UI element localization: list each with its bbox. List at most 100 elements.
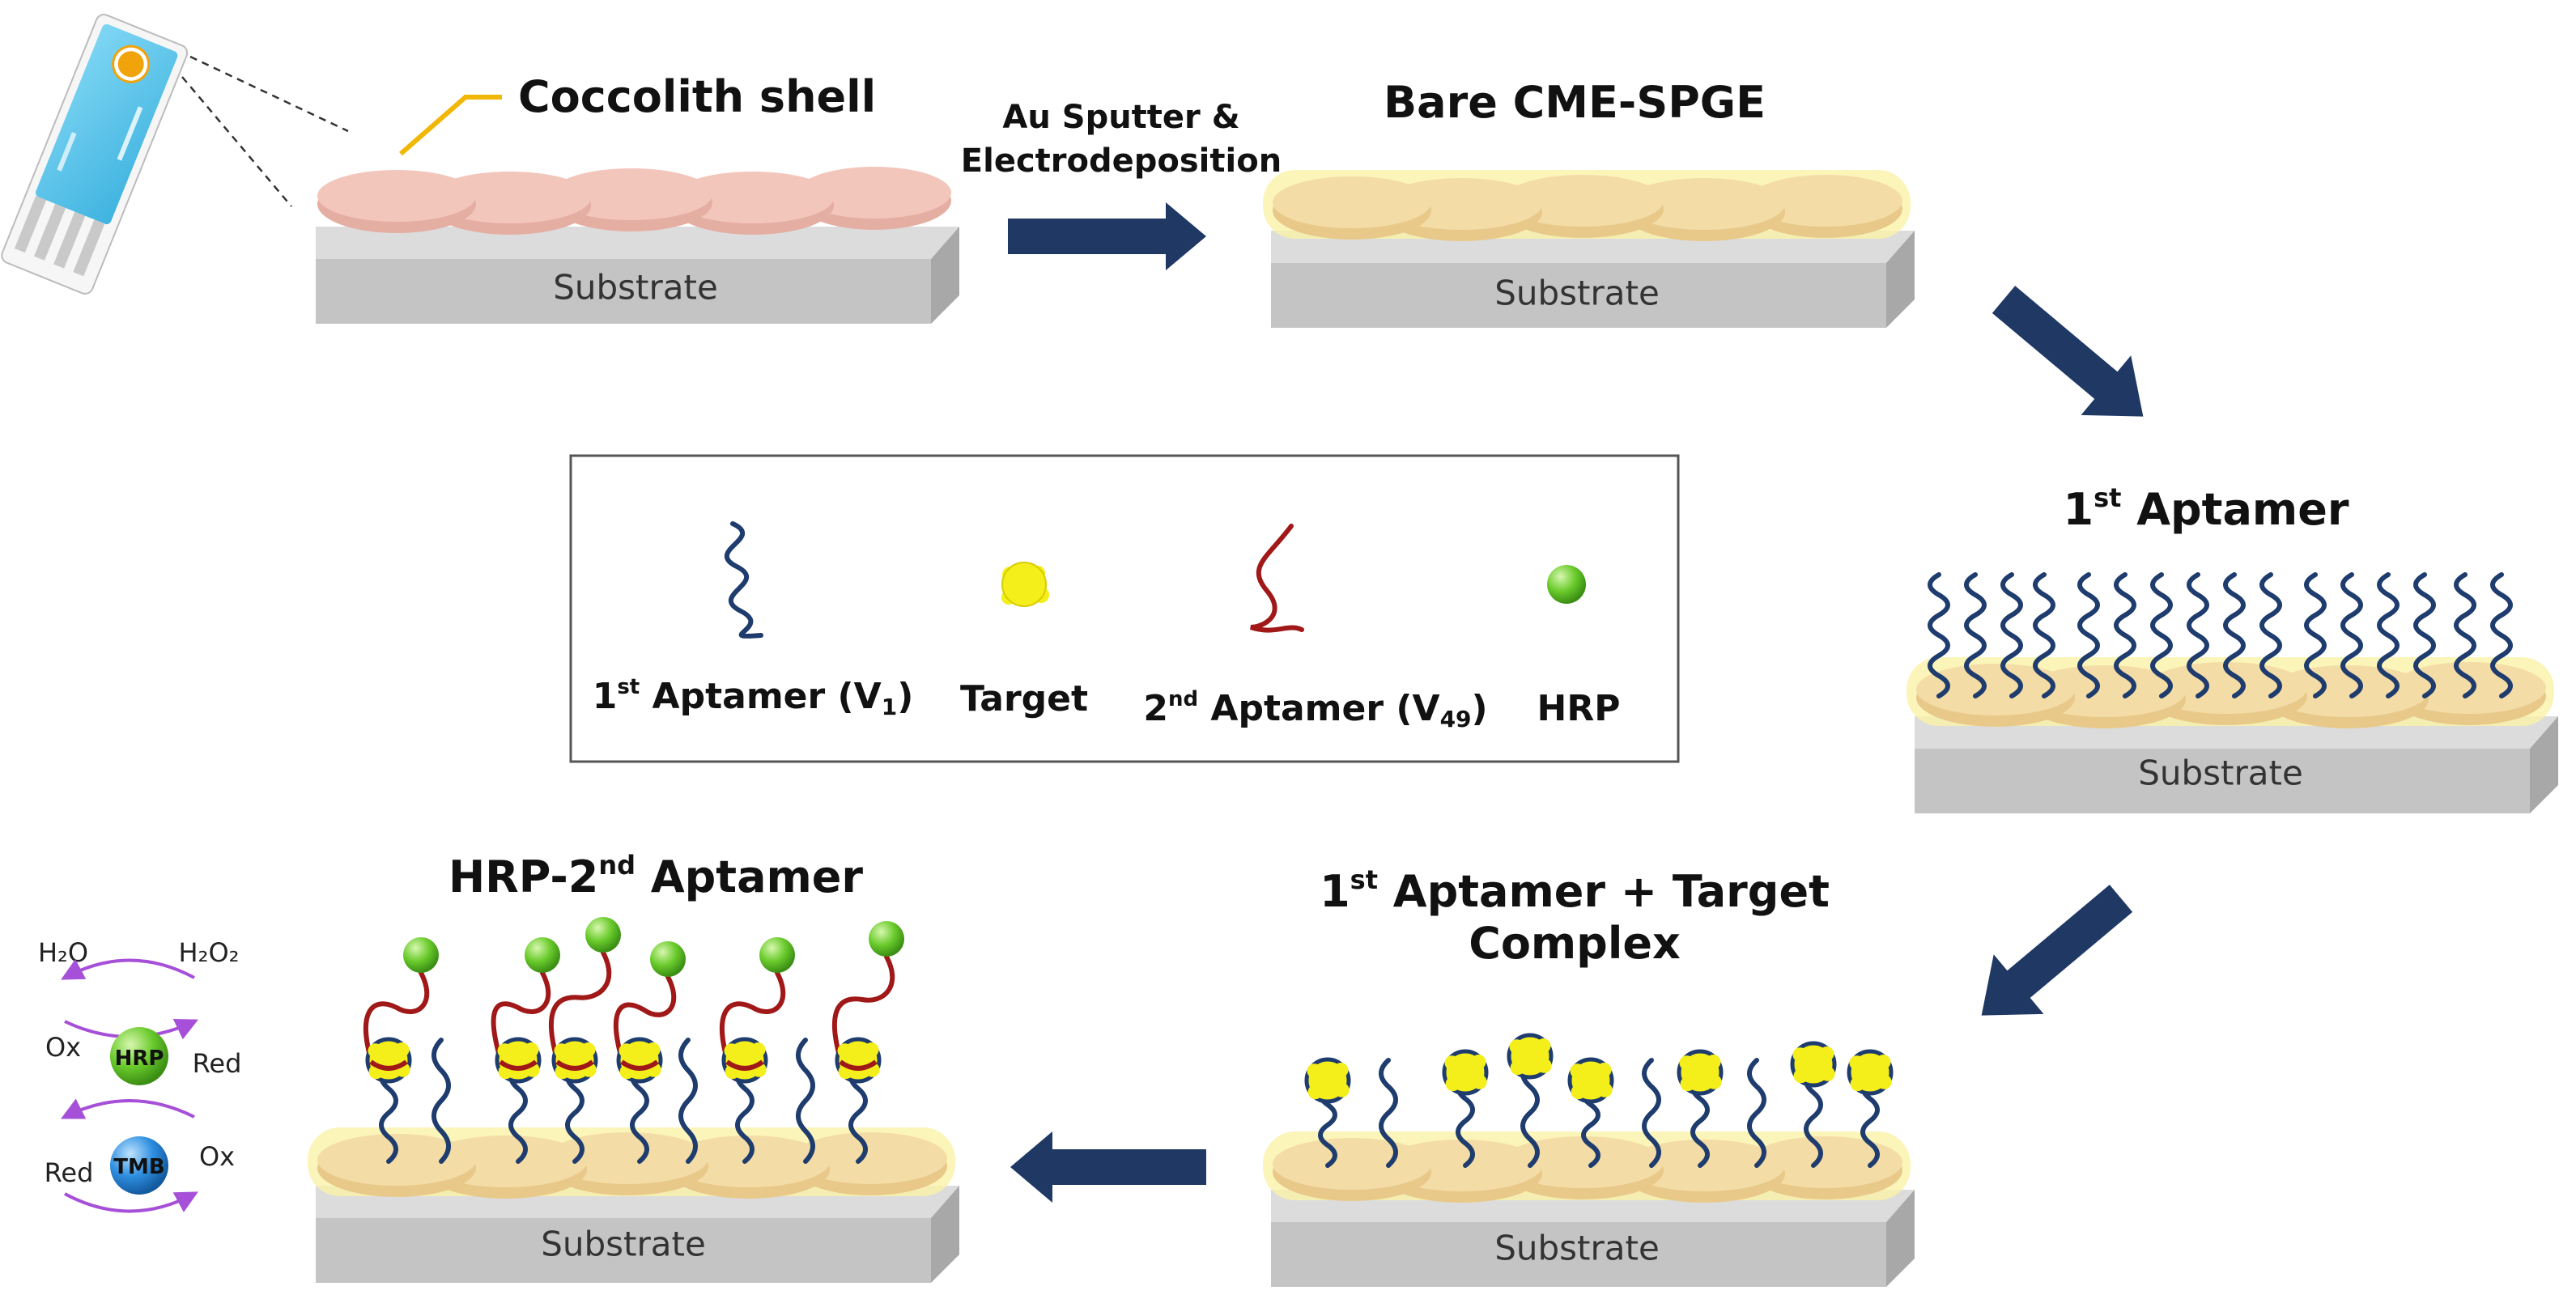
arrow-diagonal-down-right <box>1992 286 2144 417</box>
complex-target <box>1304 1057 1351 1104</box>
spge-strip-illustration <box>1 14 502 295</box>
reaction-tmb-label: TMB <box>113 1155 164 1179</box>
sandwich-aptamer1-strand <box>678 1038 698 1164</box>
arrow-right-1 <box>1008 202 1206 270</box>
hrp-sphere <box>585 917 621 953</box>
aptamer1-strand <box>2304 572 2327 698</box>
legend-aptamer2-icon <box>1250 524 1304 633</box>
sandwich-aptamer2-strand <box>363 970 430 1067</box>
arrow-diagonal-down-left <box>1981 885 2133 1016</box>
complex-aptamer-strand <box>1747 1058 1766 1168</box>
coccolith-discs <box>317 167 951 235</box>
step-text-line2: Electrodeposition <box>961 142 1282 180</box>
sandwich-aptamer2-strand <box>831 954 895 1067</box>
aptamer1-strand <box>2340 572 2363 698</box>
complex-title-line1: 1st Aptamer + Target <box>1320 864 1830 917</box>
complex-aptamer-strand <box>1642 1058 1661 1168</box>
legend-box: 1st Aptamer (V1) Target 2nd Aptamer (V49… <box>569 454 1680 763</box>
aptamer1-strand <box>2150 572 2173 698</box>
hrp-sphere <box>759 937 795 973</box>
aptamer1-strand <box>2077 572 2100 698</box>
aptamer1-strand <box>2033 572 2055 698</box>
sandwich-aptamer2-strand <box>491 970 551 1067</box>
aptamer1-strand <box>2187 572 2209 698</box>
aptamer1-title: 1st Aptamer <box>2064 482 2349 535</box>
aptamer1-strand <box>1964 572 1987 698</box>
complex-title-line2: Complex <box>1469 918 1681 969</box>
panel-complex: Substrate <box>1263 1033 1915 1287</box>
aptamer1-strand <box>1928 572 1950 698</box>
panel-aptamer1: Substrate <box>1906 572 2558 813</box>
sandwich-aptamer1-strand <box>796 1038 815 1164</box>
panel-hrp-sandwich: Substrate <box>308 917 959 1283</box>
hrp-aptamer-sandwiches <box>363 917 904 1164</box>
legend-hrp-label: HRP <box>1537 688 1621 729</box>
complex-target <box>1790 1041 1837 1088</box>
hrp-sphere <box>403 937 439 973</box>
complex-target <box>1507 1033 1554 1080</box>
legend-aptamer1-icon <box>724 521 763 639</box>
complex-target <box>1677 1049 1724 1096</box>
step-text-line1: Au Sputter & <box>1002 99 1239 136</box>
sandwich-aptamer2-strand <box>613 974 677 1067</box>
reaction-cycle: H₂O H₂O₂ Ox HRP Red Red TMB Ox <box>38 937 242 1213</box>
reaction-red1: Red <box>193 1048 242 1079</box>
legend-aptamer1-label: 1st Aptamer (V1) <box>593 675 914 720</box>
reaction-ox1: Ox <box>45 1032 81 1063</box>
tmb-icon <box>110 1136 168 1195</box>
reaction-h2o: H₂O <box>38 937 88 968</box>
sandwich-aptamer2-strand <box>548 950 612 1067</box>
hrp-sphere <box>869 921 904 957</box>
sandwich-aptamer1-strand <box>431 1038 451 1164</box>
aptamer-target-complexes <box>1304 1033 1894 1168</box>
legend-target-icon <box>1001 562 1049 607</box>
aptamer1-strand <box>2490 572 2513 698</box>
aptamer1-strand <box>2454 572 2476 698</box>
substrate-label-4: Substrate <box>1494 1229 1660 1268</box>
panel-coccolith: Substrate <box>316 167 959 324</box>
aptamer1-strand <box>2000 572 2023 698</box>
complex-target <box>1847 1049 1894 1096</box>
reaction-arc-1 <box>61 958 195 980</box>
panel-bare-spge: Substrate <box>1263 170 1915 328</box>
aptamer1-strand <box>2114 572 2136 698</box>
hrp-aptamer-title: HRP-2nd Aptamer <box>448 850 863 902</box>
reaction-arc-4 <box>64 1191 198 1213</box>
sandwich-aptamer2-strand <box>720 970 786 1067</box>
reaction-red2: Red <box>45 1157 94 1188</box>
substrate-label-2: Substrate <box>1494 274 1660 313</box>
sandwich-target <box>551 1037 598 1084</box>
substrate-label-3: Substrate <box>2138 754 2303 793</box>
hrp-enzyme-icon <box>110 1027 168 1085</box>
aptamer1-strand <box>2259 572 2282 698</box>
hrp-sphere <box>525 937 560 973</box>
coccolith-leader-line <box>399 95 502 156</box>
sandwich-target <box>495 1037 542 1084</box>
complex-target <box>1567 1057 1614 1104</box>
complex-aptamer-strand <box>1520 1058 1540 1168</box>
bare-spge-label: Bare CME-SPGE <box>1384 77 1766 128</box>
sandwich-target <box>835 1037 882 1084</box>
aptamer1-strand <box>2223 572 2246 698</box>
legend-target-label: Target <box>960 678 1088 720</box>
legend-aptamer2-label: 2nd Aptamer (V49) <box>1143 687 1487 732</box>
aptamer1-strand <box>2377 572 2400 698</box>
aptamer1-strands <box>1928 572 2513 698</box>
arrow-left <box>1010 1131 1206 1203</box>
reaction-ox2: Ox <box>199 1141 235 1172</box>
reaction-h2o2: H₂O₂ <box>179 937 240 968</box>
aptamer1-strand <box>2413 572 2436 698</box>
substrate-label-5: Substrate <box>541 1225 706 1264</box>
sandwich-target <box>616 1037 663 1084</box>
substrate-label-1: Substrate <box>553 268 718 308</box>
complex-aptamer-strand <box>1379 1058 1398 1168</box>
complex-target <box>1442 1049 1489 1096</box>
gold-discs <box>1273 175 1902 241</box>
sandwich-target <box>721 1037 768 1084</box>
reaction-hrp-label: HRP <box>115 1046 164 1071</box>
legend-hrp-icon <box>1547 565 1586 604</box>
coccolith-shell-label: Coccolith shell <box>518 71 876 122</box>
reaction-arc-3 <box>60 1098 195 1119</box>
hrp-sphere <box>650 941 686 977</box>
